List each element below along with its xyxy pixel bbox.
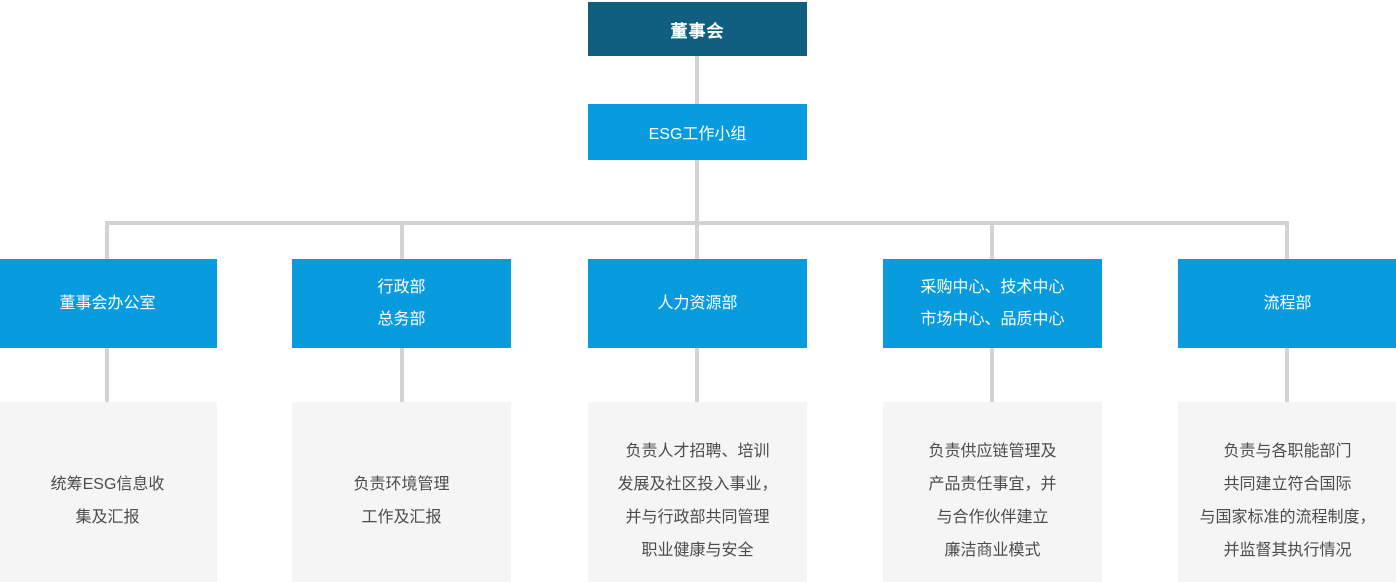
desc-text-line: 共同建立符合国际 <box>1223 476 1352 493</box>
desc-process: 负责与各职能部门 共同建立符合国际 与国家标准的流程制度， 并监督其执行情况 <box>1178 402 1396 582</box>
node-label: 董事会 <box>670 21 725 41</box>
node-board-of-directors: 董事会 <box>588 2 807 56</box>
desc-text-line: 与合作伙伴建立 <box>936 509 1049 526</box>
desc-text-line: 与国家标准的流程制度， <box>1199 509 1376 526</box>
node-label-line: 总务部 <box>377 310 426 328</box>
desc-text-line: 并监督其执行情况 <box>1223 542 1352 559</box>
desc-text-line: 负责环境管理 <box>353 476 450 493</box>
node-dept-centers: 采购中心、技术中心 市场中心、品质中心 <box>883 259 1102 348</box>
node-label-line: 流程部 <box>1263 294 1312 312</box>
desc-text-line: 负责人才招聘、培训 <box>625 443 770 460</box>
desc-human-resources: 负责人才招聘、培训 发展及社区投入事业， 并与行政部共同管理 职业健康与安全 <box>588 402 807 582</box>
node-label-line: 行政部 <box>377 278 426 296</box>
connector-dept-4-to-desc <box>990 346 994 404</box>
node-dept-process: 流程部 <box>1178 259 1396 348</box>
node-label-line: 人力资源部 <box>657 294 738 312</box>
node-dept-human-resources: 人力资源部 <box>588 259 807 348</box>
node-label-line: 市场中心、品质中心 <box>920 310 1065 328</box>
desc-text-line: 廉洁商业模式 <box>944 542 1041 559</box>
desc-text-line: 职业健康与安全 <box>641 542 754 559</box>
connector-dept-5-to-desc <box>1285 346 1289 404</box>
desc-text-line: 并与行政部共同管理 <box>625 509 770 526</box>
connector-dept-3-to-desc <box>695 346 699 404</box>
desc-admin-general-affairs: 负责环境管理 工作及汇报 <box>292 402 511 582</box>
node-esg-working-group: ESG工作小组 <box>588 104 807 160</box>
connector-drop-dept-2 <box>400 221 404 261</box>
desc-text-line: 负责与各职能部门 <box>1223 443 1352 460</box>
connector-root-to-esg <box>695 56 699 104</box>
connector-horizontal-rail <box>105 221 1289 225</box>
node-label-line: 采购中心、技术中心 <box>920 278 1065 296</box>
desc-board-office: 统筹ESG信息收 集及汇报 <box>0 402 217 582</box>
desc-centers: 负责供应链管理及 产品责任事宜，并 与合作伙伴建立 廉洁商业模式 <box>883 402 1102 582</box>
connector-esg-to-row <box>695 160 699 261</box>
node-dept-admin-general-affairs: 行政部 总务部 <box>292 259 511 348</box>
desc-text-line: 产品责任事宜，并 <box>928 476 1057 493</box>
desc-text-line: 集及汇报 <box>75 509 140 526</box>
desc-text-line: 发展及社区投入事业， <box>617 476 778 493</box>
connector-dept-2-to-desc <box>400 346 404 404</box>
node-label-line: 董事会办公室 <box>59 294 156 312</box>
connector-drop-dept-1 <box>105 221 109 261</box>
node-dept-board-office: 董事会办公室 <box>0 259 217 348</box>
connector-drop-dept-5 <box>1285 221 1289 261</box>
connector-dept-1-to-desc <box>105 346 109 404</box>
desc-text-line: 统筹ESG信息收 <box>50 476 165 493</box>
desc-text-line: 负责供应链管理及 <box>928 443 1057 460</box>
node-label: ESG工作小组 <box>648 126 747 143</box>
desc-text-line: 工作及汇报 <box>361 509 442 526</box>
connector-drop-dept-4 <box>990 221 994 261</box>
